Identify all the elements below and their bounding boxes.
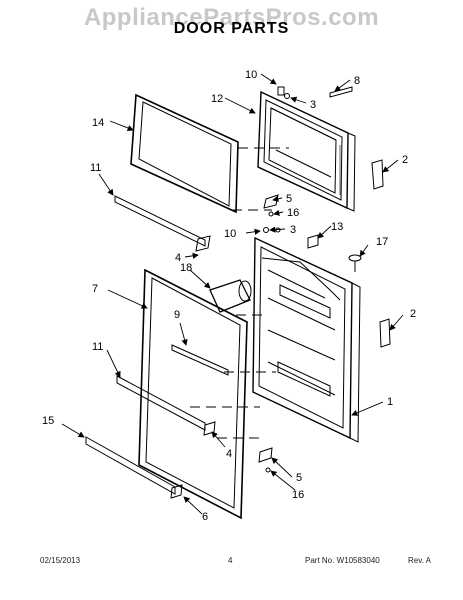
freezer-gasket: [130, 93, 239, 214]
callout-8: 8: [354, 75, 360, 87]
callout-2: 2: [402, 154, 408, 166]
callout-6: 6: [202, 511, 208, 523]
callout-11: 11: [90, 162, 101, 174]
callout-7: 7: [92, 283, 98, 295]
page-title: DOOR PARTS: [173, 20, 290, 37]
callout-10: 10: [224, 228, 236, 240]
callout-11: 11: [92, 341, 103, 353]
door-shelf-trims: [85, 344, 229, 495]
callout-5: 5: [296, 472, 302, 484]
fresh-food-door: [252, 236, 361, 443]
hardware-parts: [170, 86, 362, 499]
door-handles: [371, 159, 391, 348]
footer-part-number: Part No. W10583040: [305, 556, 380, 565]
freezer-door: [257, 90, 356, 212]
footer-revision: Rev. A: [408, 556, 431, 565]
callout-3: 3: [290, 224, 296, 236]
fresh-food-gasket: [138, 268, 248, 520]
callout-5: 5: [286, 193, 292, 205]
callout-14: 14: [92, 117, 104, 129]
callout-17: 17: [376, 236, 388, 248]
callout-leaders: [61, 73, 404, 515]
callout-1: 1: [387, 396, 393, 408]
callout-16: 16: [287, 207, 299, 219]
watermark: AppliancePartsPros.com: [83, 4, 380, 31]
callout-4: 4: [175, 252, 181, 264]
callout-13: 13: [331, 221, 343, 233]
callout-4: 4: [226, 448, 232, 460]
callout-12: 12: [211, 93, 223, 105]
footer-date: 02/15/2013: [40, 556, 81, 565]
assembly-guide-lines: [190, 147, 289, 439]
callout-15: 15: [42, 415, 54, 427]
footer-page-number: 4: [228, 556, 233, 565]
freezer-shelf-trim: [114, 195, 206, 247]
callout-18: 18: [180, 262, 192, 274]
callout-16: 16: [292, 489, 304, 501]
callout-9: 9: [174, 309, 180, 321]
callout-2: 2: [410, 308, 416, 320]
callout-3: 3: [310, 99, 316, 111]
callout-numbers: 10 8 12 3 14 2 11 5 16 13 3 10 17 4 18 7…: [42, 69, 416, 523]
dairy-bin: [209, 279, 252, 313]
callout-10: 10: [245, 69, 257, 81]
